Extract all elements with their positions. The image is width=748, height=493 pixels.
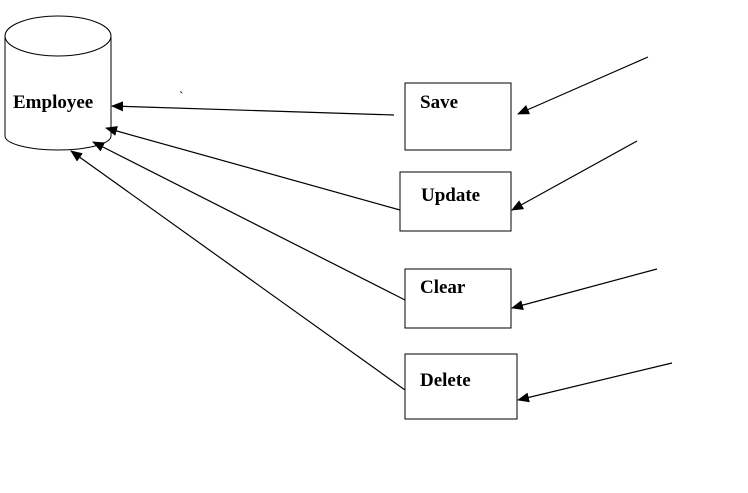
save-label: Save [420, 92, 458, 113]
arrow-into-delete [517, 362, 673, 403]
clear-box-border [404, 268, 512, 329]
delete-box: Delete [404, 353, 518, 420]
save-box: Save [404, 82, 512, 151]
update-box-border [399, 171, 512, 232]
update-box: Update [399, 171, 512, 232]
arrow-save-to-employee [111, 101, 395, 116]
arrow-delete-to-employee [70, 150, 406, 391]
arrow-into-save [517, 56, 649, 115]
clear-label: Clear [420, 277, 466, 298]
employee-datastore: Employee [4, 15, 112, 151]
save-box-border [404, 82, 512, 151]
update-label: Update [421, 185, 480, 206]
stray-mark: ` [179, 90, 184, 105]
delete-box-border [404, 353, 518, 420]
arrow-update-to-employee [105, 126, 401, 211]
arrow-into-update [511, 140, 638, 211]
arrow-clear-to-employee [92, 141, 406, 301]
arrow-into-clear [511, 268, 658, 310]
delete-label: Delete [420, 370, 471, 391]
datastore-label: Employee [13, 92, 93, 113]
cylinder-top [4, 15, 112, 57]
clear-box: Clear [404, 268, 512, 329]
cylinder-body [4, 36, 112, 151]
